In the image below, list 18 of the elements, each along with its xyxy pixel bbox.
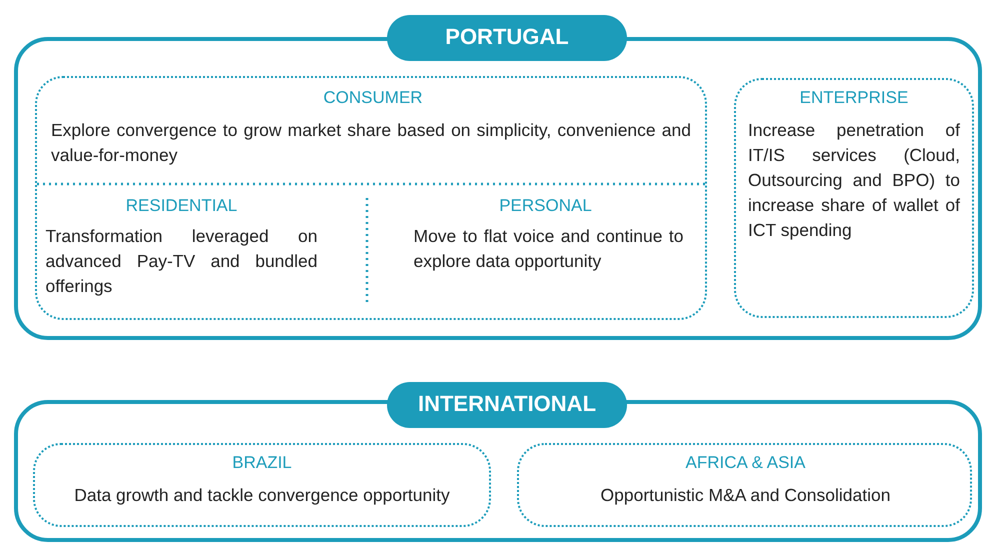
- panel-heading: PERSONAL: [498, 196, 593, 216]
- description-text: Data growth and tackle convergence opportunity: [73, 484, 451, 507]
- section-title-pill: INTERNATIONAL: [387, 382, 627, 428]
- panel-heading: CONSUMER: [322, 88, 424, 108]
- panel-heading: BRAZIL: [231, 453, 293, 473]
- description-text: Transformation leveraged on advanced Pay-TV and bundled offerings: [46, 224, 318, 298]
- panel-heading: RESIDENTIAL: [124, 196, 238, 216]
- panel-heading: AFRICA & ASIA: [684, 453, 806, 473]
- description-text: Increase penetration of IT/IS services (Cloud, Outsourcing and BPO) to increase share of wallet of ICT spending: [748, 119, 960, 242]
- dotted-panel: [734, 78, 974, 318]
- dotted-panel: [517, 443, 972, 527]
- dotted-panel: [33, 443, 491, 527]
- description-text: Move to flat voice and continue to explore data opportunity: [414, 224, 684, 273]
- dotted-panel: [35, 76, 707, 320]
- description-text: Opportunistic M&A and Consolidation: [600, 484, 892, 507]
- section-title-pill: PORTUGAL: [387, 15, 627, 61]
- description-text: Explore convergence to grow market share based on simplicity, convenience and value-for-money: [51, 119, 691, 167]
- panel-heading: ENTERPRISE: [798, 88, 910, 108]
